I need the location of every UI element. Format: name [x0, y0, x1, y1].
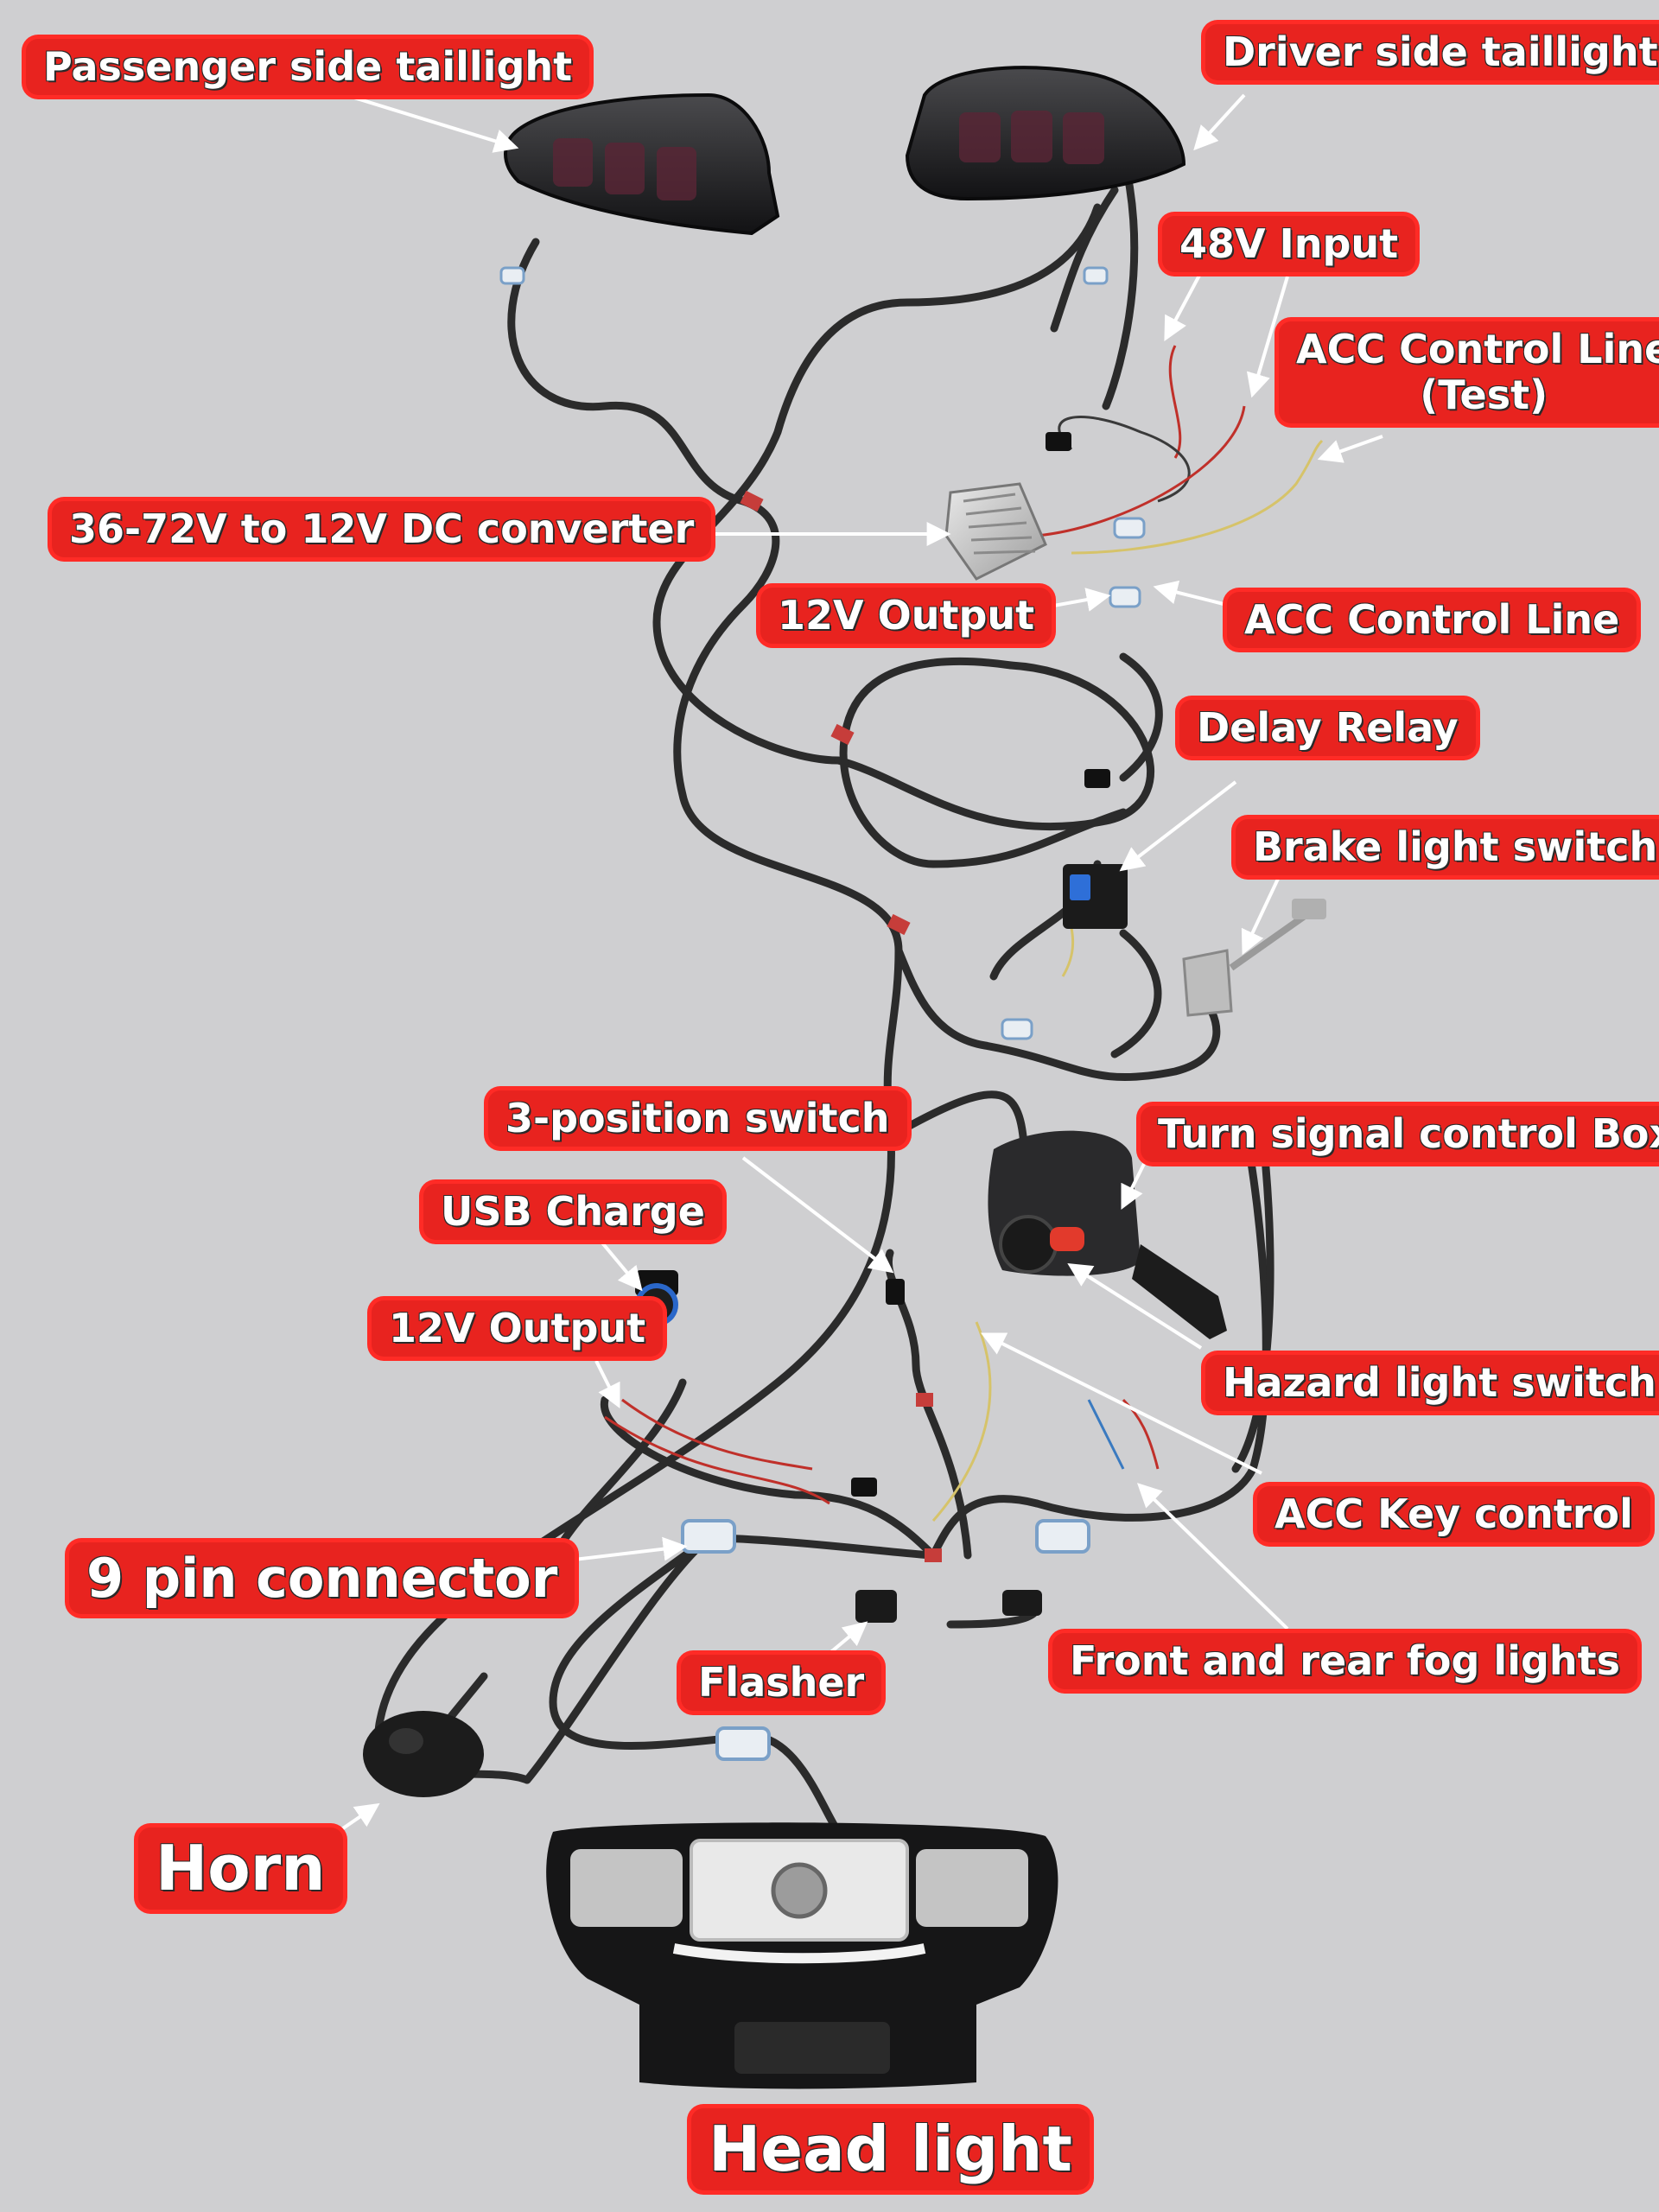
- label-driver-side-taillight: Driver side taillight: [1205, 24, 1659, 80]
- label-acc-control-line-test-line2: (Test): [1420, 371, 1548, 418]
- label-9-pin-connector: 9 pin connector: [69, 1542, 575, 1615]
- label-hazard-light-switch: Hazard light switch: [1205, 1355, 1659, 1411]
- label-turn-signal-control-box: Turn signal control Box: [1141, 1106, 1659, 1162]
- label-acc-control-line-test-line1: ACC Control Line: [1296, 326, 1659, 372]
- signal-wires: [604, 345, 1324, 1522]
- flasher-relay: [855, 1590, 897, 1623]
- connectors: [499, 266, 1146, 1761]
- label-acc-key-control: ACC Key control: [1257, 1486, 1650, 1542]
- label-acc-control-line: ACC Control Line: [1227, 592, 1637, 648]
- label-brake-light-switch: Brake light switch: [1236, 819, 1659, 875]
- label-3-position-switch: 3-position switch: [488, 1090, 907, 1147]
- label-flasher: Flasher: [681, 1655, 882, 1711]
- dc-converter: [944, 482, 1047, 581]
- driver-taillight: [905, 66, 1186, 201]
- label-acc-control-line-test: ACC Control Line (Test): [1279, 321, 1659, 423]
- three-position-switch-part: [886, 1279, 905, 1305]
- label-passenger-side-taillight: Passenger side taillight: [26, 39, 590, 95]
- label-48v-input: 48V Input: [1162, 216, 1416, 272]
- tape-wraps: [700, 490, 942, 1562]
- horn-part: [363, 1711, 484, 1797]
- label-12v-output-top: 12V Output: [760, 588, 1052, 644]
- label-horn: Horn: [138, 1827, 343, 1910]
- brake-light-switch: [1182, 899, 1326, 1017]
- label-front-and-rear-fog-lights: Front and rear fog lights: [1052, 1633, 1638, 1689]
- label-12v-output-bottom: 12V Output: [372, 1300, 664, 1357]
- label-head-light: Head light: [691, 2108, 1090, 2190]
- head-light-part: [546, 1822, 1058, 2089]
- label-usb-charge: USB Charge: [423, 1184, 722, 1240]
- label-delay-relay: Delay Relay: [1179, 700, 1476, 756]
- passenger-taillight: [504, 92, 780, 236]
- label-dc-converter: 36-72V to 12V DC converter: [52, 501, 712, 557]
- delay-relay: [1063, 864, 1128, 929]
- fog-inline-fuse: [1002, 1590, 1042, 1616]
- turn-signal-control-box: [988, 1130, 1227, 1339]
